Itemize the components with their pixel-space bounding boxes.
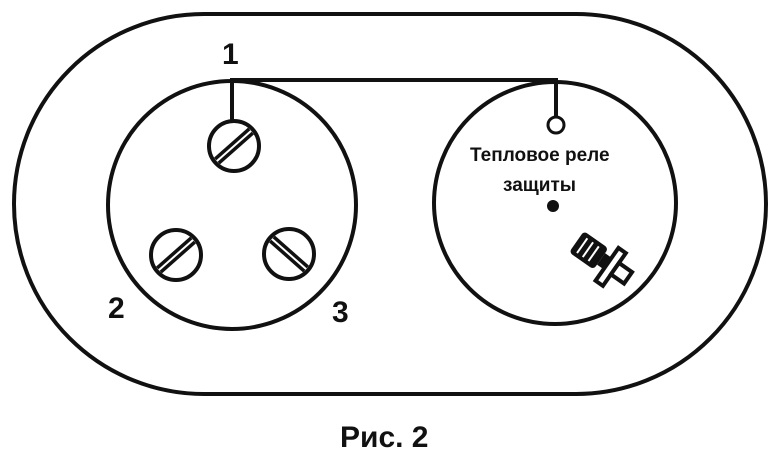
terminal-1-screw-icon: [207, 119, 261, 173]
connecting-wire: [230, 78, 558, 128]
relay-indicator-dot: [547, 200, 559, 212]
terminal-3-screw-icon: [262, 227, 316, 281]
terminal-3-label: 3: [332, 296, 349, 329]
terminal-1-label: 1: [222, 38, 239, 71]
relay-label-line1: Тепловое реле: [470, 145, 610, 166]
reset-button-icon: [570, 232, 635, 289]
relay-label-line2: защиты: [503, 175, 576, 196]
terminal-2-label: 2: [108, 292, 125, 325]
housing-outline: [12, 12, 768, 396]
figure-caption: Рис. 2: [340, 421, 429, 454]
relay-contact-ring: [546, 115, 566, 135]
terminal-2-screw-icon: [149, 228, 203, 282]
